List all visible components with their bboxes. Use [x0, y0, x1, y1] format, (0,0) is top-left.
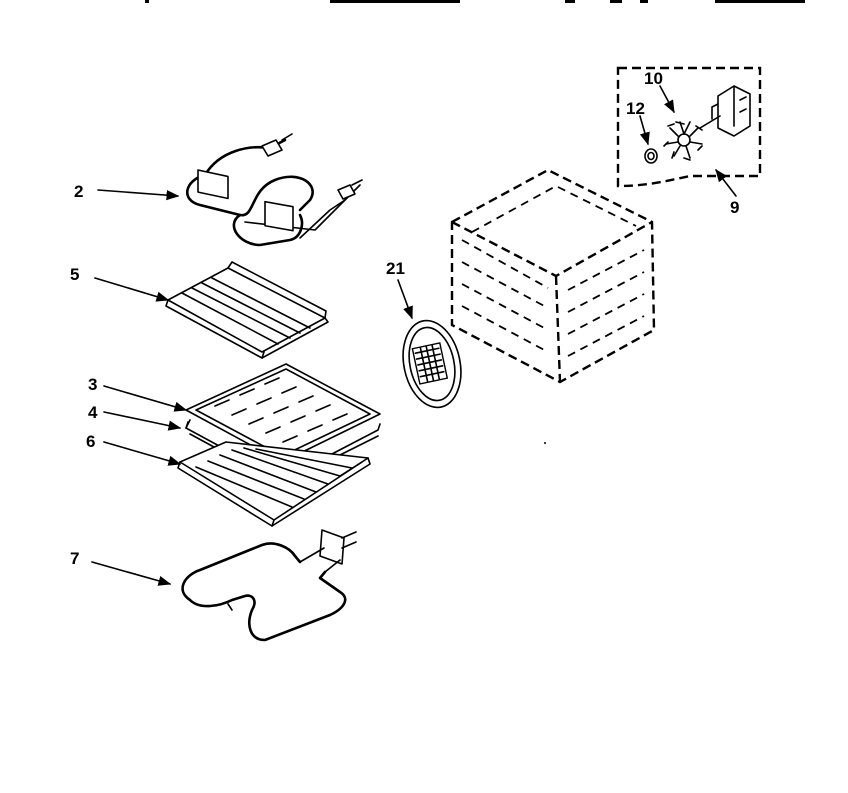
fan-cover-part: [402, 319, 462, 409]
leader-12: [639, 115, 650, 146]
broil-pan-slots: [214, 377, 348, 443]
fan-motor-part: [699, 85, 751, 137]
leader-7: [91, 561, 172, 586]
callout-10: 10: [644, 69, 663, 88]
leader-5: [94, 277, 170, 302]
callout-12: 12: [626, 99, 645, 118]
broil-element-part: [186, 133, 363, 247]
callout-9: 9: [730, 198, 739, 217]
bake-element-part: [181, 529, 357, 642]
leader-10: [659, 85, 675, 114]
leader-3: [103, 385, 188, 412]
callout-21: 21: [386, 259, 405, 278]
stray-dot: [544, 442, 546, 444]
leader-9: [715, 168, 737, 197]
oven-rack-part: [177, 441, 371, 527]
callout-5: 5: [70, 265, 79, 284]
leader-2: [97, 189, 180, 201]
fan-blade-part: [663, 121, 703, 161]
leader-4: [103, 411, 182, 431]
callout-2: 2: [74, 182, 83, 201]
fan-nut-part: [644, 148, 658, 164]
top-edge-marks: [145, 0, 805, 3]
broil-pan-grid-part: [165, 261, 329, 359]
callout-4: 4: [88, 403, 98, 422]
leader-21: [397, 279, 413, 320]
oven-cavity-outline: [450, 168, 656, 384]
callout-3: 3: [88, 375, 97, 394]
callout-7: 7: [70, 549, 79, 568]
callout-6: 6: [86, 432, 95, 451]
leader-6: [103, 441, 182, 466]
